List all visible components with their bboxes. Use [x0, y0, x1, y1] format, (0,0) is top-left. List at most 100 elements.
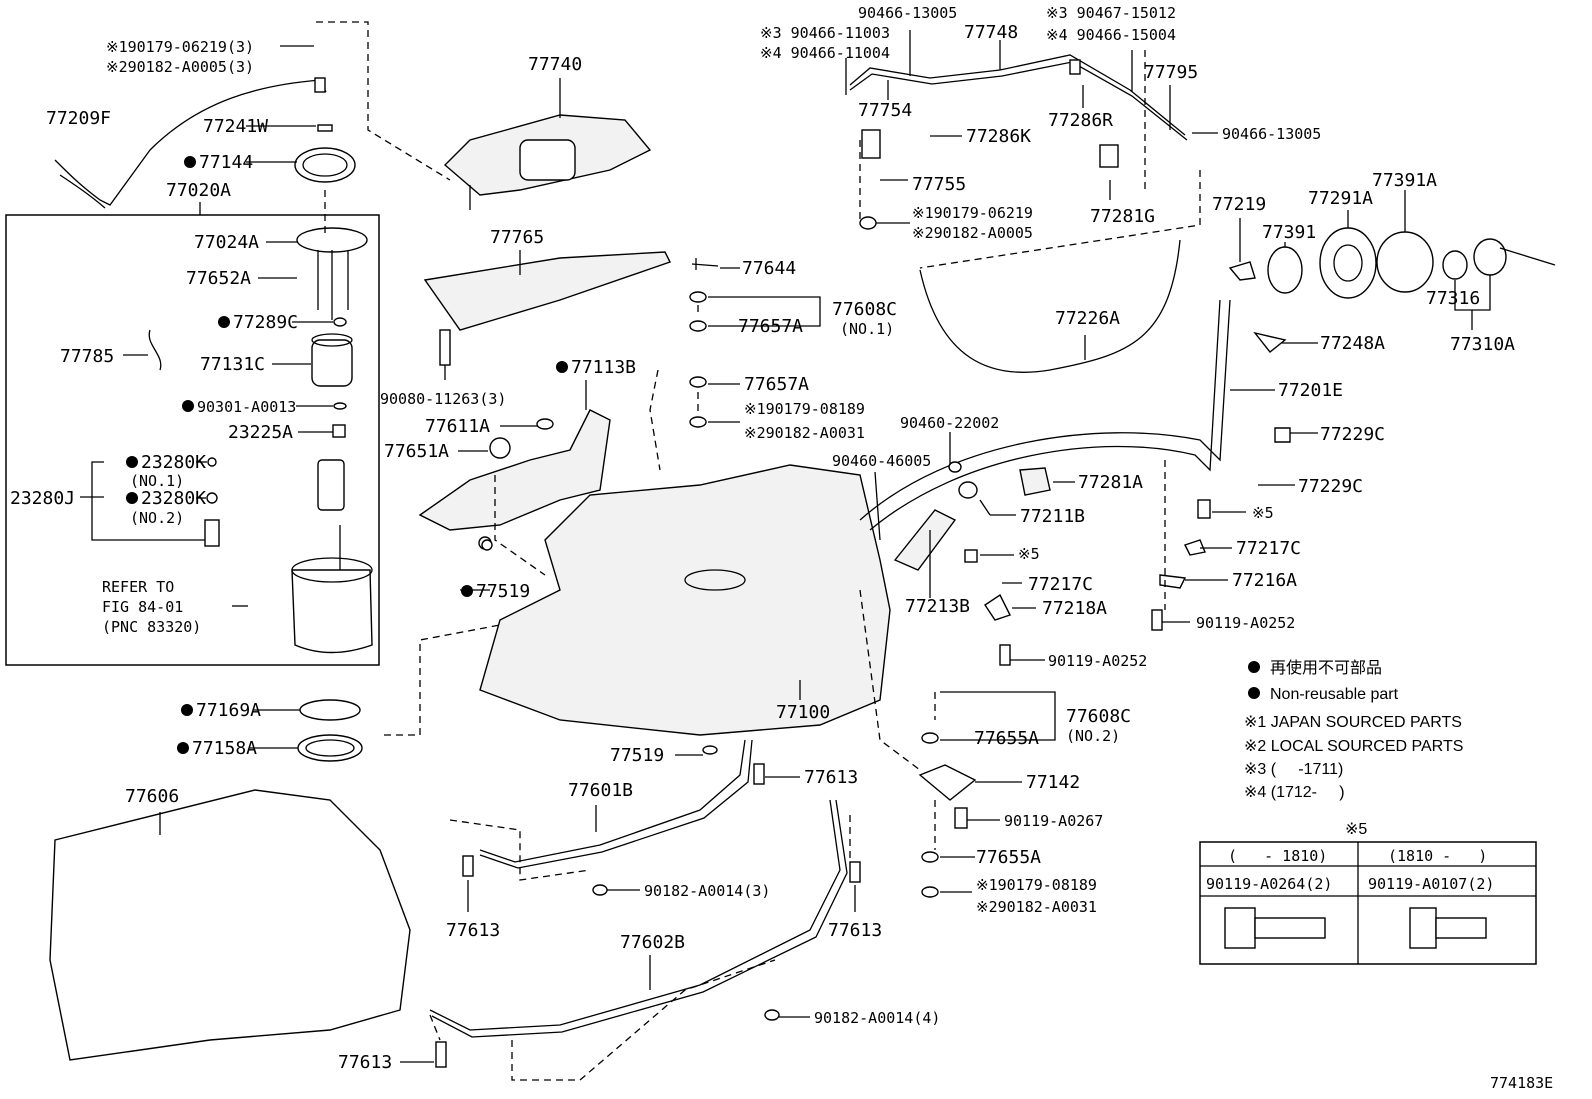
part-callout: 77201E	[1278, 380, 1343, 401]
part-callout: 77657A	[744, 374, 809, 395]
part-callout: ※290182-A0005	[912, 224, 1033, 242]
leader-lines	[80, 21, 1491, 1081]
part-number-label: ※190179-08189	[744, 400, 865, 418]
part-number-label: REFER TO	[102, 578, 174, 596]
part-callout: 77286R	[1048, 110, 1113, 131]
part-number-label: (NO.1)	[130, 472, 184, 490]
part-number-label: 77209F	[46, 108, 111, 129]
part-number-label: (NO.1)	[840, 320, 894, 338]
part-callout: 90182-A0014(4)	[814, 1009, 940, 1027]
part-callout: (PNC 83320)	[102, 618, 201, 636]
part-number-label: ※290182-A0031	[744, 424, 865, 442]
part-number-label: 23280J	[10, 488, 75, 509]
part-callout: 23280J	[10, 488, 75, 509]
part-callout: 77218A	[1042, 598, 1107, 619]
part-number-label: 90119-A0267	[1004, 812, 1103, 830]
part-number-label: 90460-22002	[900, 414, 999, 432]
part-number-label: 77391	[1262, 222, 1316, 243]
part-number-label: 90182-A0014(4)	[814, 1009, 940, 1027]
legend-note-4: ※4 (1712- )	[1244, 784, 1345, 801]
part-number-label: ※290182-A0031	[976, 898, 1097, 916]
part-callout: 90080-11263(3)	[380, 390, 506, 408]
part-number-label: 90119-A0252	[1048, 652, 1147, 670]
legend-jp: 再使用不可部品	[1270, 659, 1382, 677]
non-reusable-dot-icon	[218, 316, 230, 328]
non-reusable-dot-icon	[126, 492, 138, 504]
part-number-label: 77519	[610, 745, 664, 766]
part-number-label: 23280K	[141, 488, 206, 509]
part-callout: 77217C	[1028, 574, 1093, 595]
note5-table	[1199, 841, 1537, 965]
part-number-label: ※3 90467-15012	[1046, 4, 1176, 22]
part-number-label: 77113B	[571, 357, 636, 378]
part-number-label: 77158A	[192, 738, 257, 759]
part-number-label: 77201E	[1278, 380, 1343, 401]
part-callout: 77020A	[166, 180, 231, 201]
part-number-label: 77217C	[1028, 574, 1093, 595]
part-number-label: 77286R	[1048, 110, 1113, 131]
legend-note-1: ※1 JAPAN SOURCED PARTS	[1244, 714, 1462, 731]
part-callout: 77281A	[1078, 472, 1143, 493]
part-callout: 90119-A0252	[1196, 614, 1295, 632]
part-illustrations	[49, 54, 1556, 1068]
non-reusable-dot-icon	[126, 456, 138, 468]
part-callout: ※190179-08189	[744, 400, 865, 418]
part-callout: ※290182-A0031	[744, 424, 865, 442]
part-callout: 77785	[60, 346, 114, 367]
note5-part-2: 90119-A0107(2)	[1368, 875, 1494, 893]
part-number-label: 77226A	[1055, 308, 1120, 329]
part-callout: 77657A	[738, 316, 803, 337]
part-number-label: ※3 90466-11003	[760, 24, 890, 42]
part-number-label: ※5	[1018, 545, 1040, 563]
part-number-label: 90301-A0013	[197, 398, 296, 416]
part-callout: 77795	[1144, 62, 1198, 83]
part-callout: 77740	[528, 54, 582, 75]
part-number-label: 77613	[828, 920, 882, 941]
part-number-label: 77601B	[568, 780, 633, 801]
part-number-label: (PNC 83320)	[102, 618, 201, 636]
part-number-label: 77289C	[233, 312, 298, 333]
note5-header-2: (1810 - )	[1388, 847, 1487, 865]
part-callout: (NO.2)	[130, 509, 184, 527]
part-callout: 77608C	[832, 299, 897, 320]
part-number-label: 77310A	[1450, 334, 1515, 355]
part-number-label: 77655A	[976, 847, 1041, 868]
part-number-label: 23280K	[141, 452, 206, 473]
part-callout: 77601B	[568, 780, 633, 801]
part-callout: 77226A	[1055, 308, 1120, 329]
note5-header-1: ( - 1810)	[1228, 847, 1327, 865]
legend-note-2: ※2 LOCAL SOURCED PARTS	[1244, 738, 1463, 755]
part-number-label: 77740	[528, 54, 582, 75]
part-callout: 77217C	[1236, 538, 1301, 559]
part-number-label: ※190179-08189	[976, 876, 1097, 894]
part-callout: 77229C	[1320, 424, 1385, 445]
part-callout: 77144	[184, 152, 253, 173]
part-callout: 77291A	[1308, 188, 1373, 209]
part-callout: 90301-A0013	[182, 398, 296, 416]
part-number-label: ※4 90466-15004	[1046, 26, 1176, 44]
part-callout: 77310A	[1450, 334, 1515, 355]
part-callout: 77216A	[1232, 570, 1297, 591]
part-callout: ※5	[1018, 545, 1040, 563]
part-callout: 77611A	[425, 416, 490, 437]
part-callout: ※290182-A0031	[976, 898, 1097, 916]
part-number-label: 77248A	[1320, 333, 1385, 354]
part-number-label: 77241W	[203, 116, 268, 137]
part-number-label: 77795	[1144, 62, 1198, 83]
part-number-label: 77602B	[620, 932, 685, 953]
part-callout: ※190179-06219	[912, 204, 1033, 222]
part-callout: 77602B	[620, 932, 685, 953]
part-callout: 77100	[776, 702, 830, 723]
part-callout: 23280K	[126, 452, 206, 473]
part-number-label: 77748	[964, 22, 1018, 43]
non-reusable-dot-icon	[177, 742, 189, 754]
part-number-label: 23225A	[228, 422, 293, 443]
part-number-label: 77657A	[738, 316, 803, 337]
part-callout: ※290182-A0005(3)	[106, 58, 254, 76]
part-number-label: 77131C	[200, 354, 265, 375]
part-callout: 77241W	[203, 116, 268, 137]
non-reusable-dot-icon	[556, 361, 568, 373]
part-callout: 77613	[804, 767, 858, 788]
